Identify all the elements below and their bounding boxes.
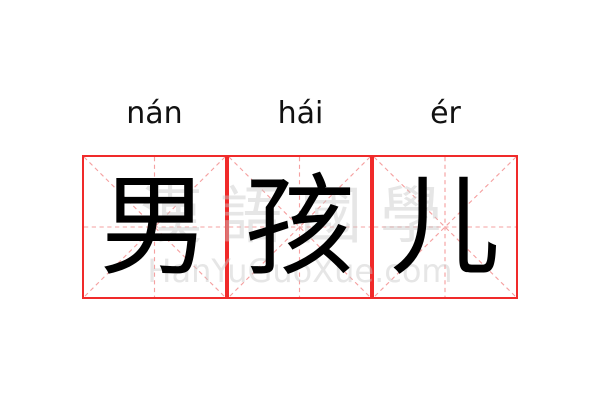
grid-guides bbox=[229, 157, 370, 297]
pinyin-1: nán bbox=[126, 96, 183, 131]
char-cell-2: 孩 bbox=[227, 155, 372, 299]
pinyin-3: ér bbox=[430, 96, 461, 131]
character-2: 孩 bbox=[244, 163, 355, 291]
character-3: 儿 bbox=[390, 163, 500, 291]
tianzige-grid: 男 孩 儿 bbox=[82, 155, 518, 299]
pinyin-2: hái bbox=[277, 96, 324, 131]
character-1: 男 bbox=[99, 163, 210, 291]
char-cell-1: 男 bbox=[82, 155, 227, 299]
char-cell-3: 儿 bbox=[372, 155, 518, 299]
grid-guides bbox=[374, 157, 516, 297]
grid-guides bbox=[84, 157, 225, 297]
